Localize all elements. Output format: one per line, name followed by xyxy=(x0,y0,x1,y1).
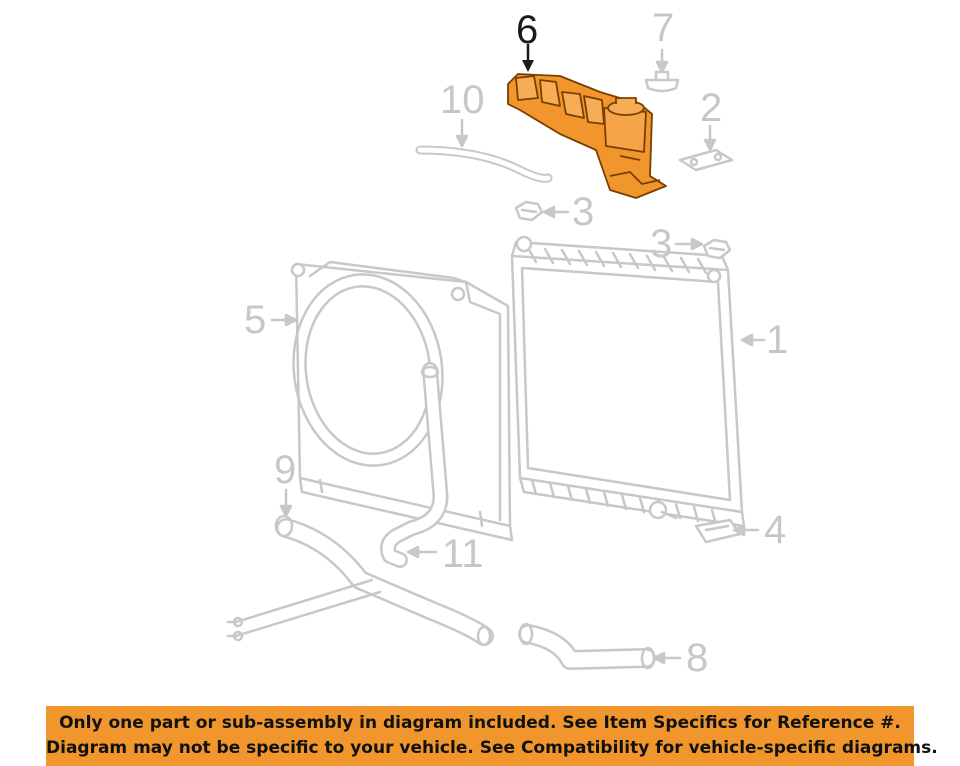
arrow-7 xyxy=(655,60,669,74)
callout-6: 6 xyxy=(516,8,539,52)
callout-2: 2 xyxy=(700,86,723,130)
nut-part-3-lower xyxy=(702,238,732,260)
arrow-1 xyxy=(740,333,754,347)
callout-8: 8 xyxy=(686,636,709,680)
diagram-line-art xyxy=(226,44,766,670)
arrow-3a xyxy=(542,205,556,219)
arrow-11 xyxy=(406,545,420,559)
elbow-hose-part-8 xyxy=(518,622,656,670)
fan-shroud-part-5 xyxy=(290,260,514,542)
arrow-8 xyxy=(652,651,666,665)
hose-part-11 xyxy=(380,362,449,568)
callout-5: 5 xyxy=(244,298,267,342)
callout-1: 1 xyxy=(766,318,789,362)
arrow-2 xyxy=(703,138,717,152)
nut-part-3-upper xyxy=(514,200,544,222)
arrow-4 xyxy=(732,523,746,537)
arrow-5 xyxy=(284,313,298,327)
callout-4: 4 xyxy=(764,508,787,552)
cap-part-7 xyxy=(644,70,680,93)
callout-3-lower: 3 xyxy=(650,222,673,266)
arrow-9 xyxy=(279,504,293,518)
callout-10: 10 xyxy=(440,78,485,122)
banner-line-2: Diagram may not be specific to your vehi… xyxy=(46,738,938,758)
arrow-3b xyxy=(690,237,704,251)
callout-7: 7 xyxy=(652,6,675,50)
arrow-10 xyxy=(455,134,469,148)
arrow-6 xyxy=(522,60,534,72)
coolant-reservoir-part-6 xyxy=(507,73,667,199)
callout-9: 9 xyxy=(274,448,297,492)
bracket-part-2 xyxy=(678,148,734,172)
overflow-hose-part-10 xyxy=(415,145,553,183)
disclaimer-banner: Only one part or sub-assembly in diagram… xyxy=(46,706,938,766)
banner-line-1: Only one part or sub-assembly in diagram… xyxy=(59,713,901,733)
lower-hose-part-9 xyxy=(226,514,494,647)
callout-11: 11 xyxy=(442,532,484,576)
radiator-part-1 xyxy=(510,235,746,528)
callout-3-upper: 3 xyxy=(572,190,595,234)
